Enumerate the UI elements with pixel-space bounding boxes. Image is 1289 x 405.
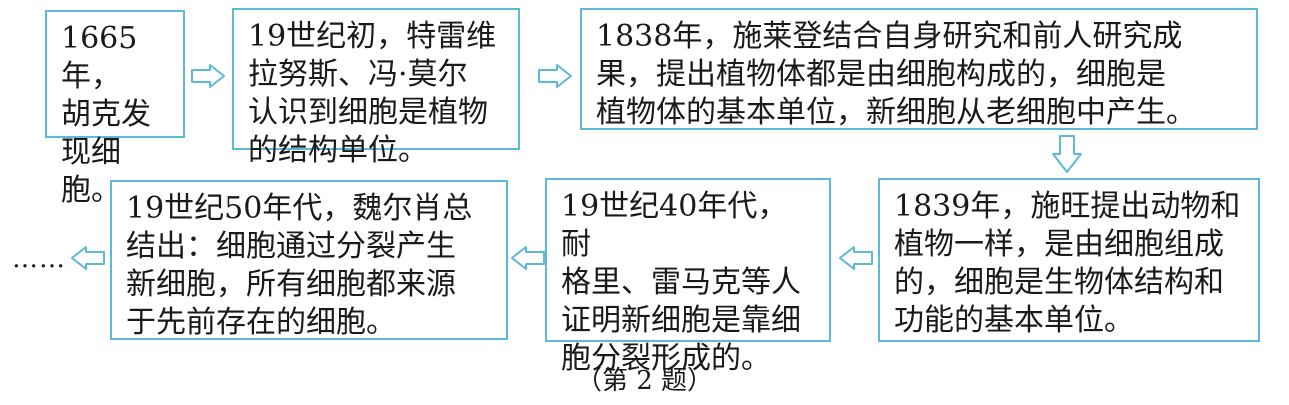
left-arrow-icon xyxy=(510,245,546,271)
right-arrow-icon xyxy=(190,63,226,89)
event-box-1840s: 19世纪40年代，耐 格里、雷马克等人 证明新细胞是靠细 胞分裂形成的。 xyxy=(545,178,831,376)
event-box-early-19th: 19世纪初，特雷维 拉努斯、冯·莫尔 认识到细胞是植物 的结构单位。 xyxy=(232,8,520,168)
event-box-1665: 1665年， 胡克发 现细胞。 xyxy=(45,10,185,208)
right-arrow-icon xyxy=(537,63,573,89)
figure-caption: （第 2 题） xyxy=(575,366,714,396)
continuation-ellipsis: …… xyxy=(12,244,66,274)
down-arrow-icon xyxy=(1051,134,1083,174)
event-box-1850s: 19世纪50年代，魏尔肖总 结出：细胞通过分裂产生 新细胞，所有细胞都来源 于先… xyxy=(110,180,508,340)
event-box-1839: 1839年，施旺提出动物和 植物一样，是由细胞组成 的，细胞是生物体结构和 功能… xyxy=(878,178,1260,342)
event-box-1838: 1838年，施莱登结合自身研究和前人研究成 果，提出植物体都是由细胞构成的，细胞… xyxy=(580,8,1258,130)
left-arrow-icon xyxy=(838,245,874,271)
left-arrow-icon xyxy=(70,245,106,271)
